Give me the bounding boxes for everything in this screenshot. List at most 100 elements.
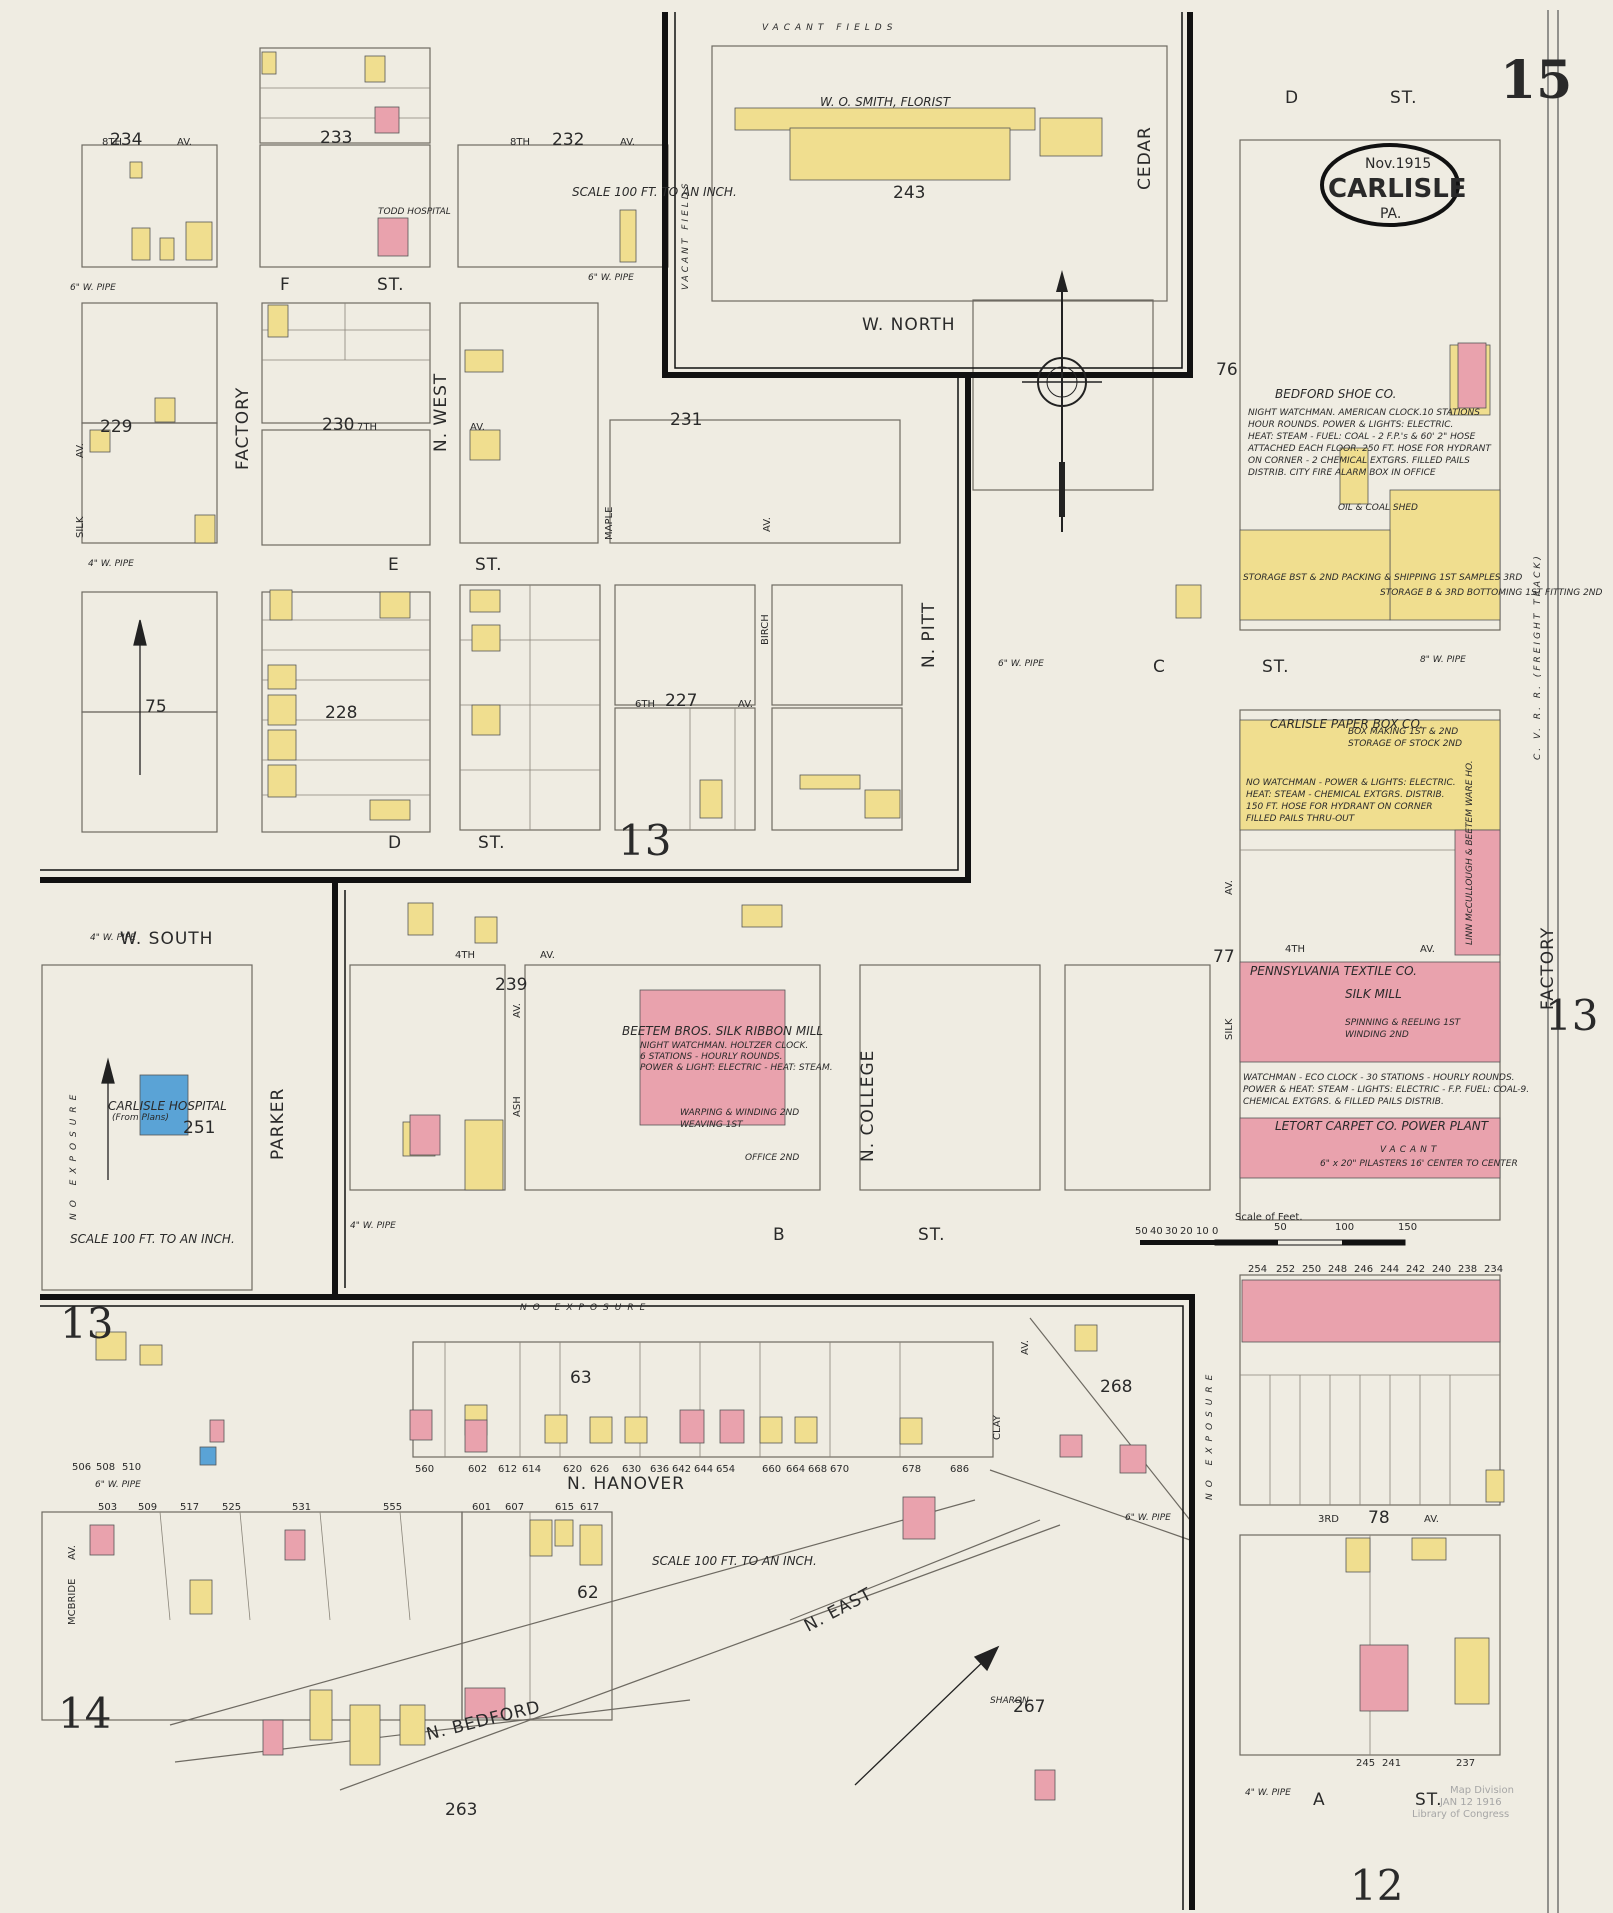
pipe-10: 4" W. PIPE	[1245, 1788, 1291, 1798]
textile-sub-2: SPINNING & REELING 1ST	[1345, 1018, 1462, 1028]
scale-notes: SCALE 100 FT. TO AN INCH. SCALE 100 FT. …	[70, 185, 817, 1568]
vacant-fields-side-label: VACANT FIELDS	[681, 181, 691, 290]
buildings	[89, 51, 1505, 1801]
street-6th-2: AV.	[738, 699, 753, 710]
bedford-note-3: HEAT: STEAM - FUEL: COAL - 2 F.P.'s & 60…	[1248, 432, 1476, 442]
house-615: 615	[555, 1502, 574, 1513]
brick-buildings	[89, 106, 1501, 1801]
block-228: 228	[325, 703, 357, 723]
street-d-top-2: ST.	[1390, 88, 1418, 108]
street-factory-left: FACTORY	[233, 387, 253, 470]
bedford-interior-3: STORAGE B & 3RD BOTTOMING 1ST FITTING 2N…	[1380, 588, 1603, 598]
florist-label: W. O. SMITH, FLORIST	[820, 95, 952, 109]
scale-tick-40: 40	[1150, 1226, 1163, 1237]
street-ash: ASH	[512, 1096, 523, 1117]
bedford-note-4: ATTACHED EACH FLOOR. 250 FT. HOSE FOR HY…	[1247, 444, 1492, 454]
street-7th-2: AV.	[470, 422, 485, 433]
block-232: 232	[552, 130, 584, 150]
scale-note-left: SCALE 100 FT. TO AN INCH.	[70, 1232, 235, 1246]
house-670: 670	[830, 1464, 849, 1475]
house-237: 237	[1456, 1758, 1475, 1769]
pipe-5: 6" W. PIPE	[998, 659, 1044, 669]
street-e-2: ST.	[475, 555, 503, 575]
block-251: 251	[183, 1118, 215, 1138]
house-503: 503	[98, 1502, 117, 1513]
compass-rose	[1022, 270, 1102, 532]
street-a-1: A	[1313, 1790, 1326, 1810]
street-a-2: ST.	[1415, 1790, 1443, 1810]
block-12: 12	[1350, 1861, 1403, 1910]
house-660: 660	[762, 1464, 781, 1475]
street-8th-3: 8TH	[510, 137, 530, 148]
scale-tick-0: 0	[1212, 1226, 1218, 1237]
pipe-3: 4" W. PIPE	[88, 559, 134, 569]
lot-lines	[159, 87, 1500, 1755]
block-78: 78	[1368, 1508, 1390, 1528]
bedford-interior-1: OIL & COAL SHED	[1338, 503, 1418, 513]
street-b-2: ST.	[918, 1225, 946, 1245]
house-numbers: 560 602 612 614 620 626 630 636 642 644 …	[72, 1264, 1503, 1769]
street-cedar: CEDAR	[1135, 126, 1155, 190]
street-silk-right: SILK	[1224, 1018, 1235, 1040]
textile-note-3: CHEMICAL EXTGRS. & FILLED PAILS DISTRIB.	[1243, 1097, 1444, 1107]
pipe-2: 6" W. PIPE	[588, 273, 634, 283]
sheet-boundaries	[40, 12, 1195, 1910]
freight-track-label: C. V. R. R. (FREIGHT TRACK)	[1533, 553, 1543, 760]
block-233: 233	[320, 128, 352, 148]
house-509: 509	[138, 1502, 157, 1513]
textile-sub-3: WINDING 2ND	[1345, 1030, 1409, 1040]
street-6th-1: 6TH	[635, 699, 655, 710]
adjoining-sheet-13-left: 13	[60, 1299, 113, 1348]
pipe-1: 6" W. PIPE	[70, 283, 116, 293]
freight-track	[1547, 10, 1559, 1913]
adjoining-sheet-13-right: 13	[1545, 991, 1598, 1040]
beetem-note-1: NIGHT WATCHMAN. HOLTZER CLOCK.	[640, 1041, 808, 1051]
scale-tick-100: 100	[1335, 1222, 1354, 1233]
beetem-mill-label: BEETEM BROS. SILK RIBBON MILL	[622, 1024, 823, 1038]
pipe-7: 4" W. PIPE	[350, 1221, 396, 1231]
block-227: 227	[665, 691, 697, 711]
house-254: 254	[1248, 1264, 1267, 1275]
block-77: 77	[1213, 947, 1235, 967]
house-250: 250	[1302, 1264, 1321, 1275]
bedford-note-5: ON CORNER - 2 CHEMICAL EXTGRS. FILLED PA…	[1248, 456, 1470, 466]
house-644: 644	[694, 1464, 713, 1475]
carpet-label: LETORT CARPET CO. POWER PLANT	[1275, 1119, 1490, 1133]
street-4th-right-2: AV.	[1420, 944, 1435, 955]
block-268: 268	[1100, 1377, 1132, 1397]
block-outlines	[41, 45, 1501, 1756]
carpet-sub-2: 6" x 20" PILASTERS 16' CENTER TO CENTER	[1320, 1159, 1518, 1169]
no-exposure-3: NO EXPOSURE	[1205, 1369, 1215, 1500]
house-560: 560	[415, 1464, 434, 1475]
house-664: 664	[786, 1464, 805, 1475]
library-stamp-2: JAN 12 1916	[1439, 1797, 1502, 1808]
scale-bar: Scale of Feet. 50 40 30 20 10 0 50 100 1…	[1135, 1212, 1417, 1246]
scale-tick-150: 150	[1398, 1222, 1417, 1233]
textile-sub-1: SILK MILL	[1345, 987, 1402, 1001]
cartouche-date: Nov.1915	[1365, 156, 1431, 172]
house-612: 612	[498, 1464, 517, 1475]
street-3rd-1: 3RD	[1318, 1514, 1339, 1525]
house-245: 245	[1356, 1758, 1375, 1769]
street-silk-right-av: AV.	[1224, 880, 1235, 895]
library-stamp-1: Map Division	[1450, 1785, 1514, 1796]
street-factory-right: FACTORY	[1538, 927, 1558, 1010]
scale-tick-10: 10	[1196, 1226, 1209, 1237]
street-silk-left-av: AV.	[75, 443, 86, 458]
scale-note-top: SCALE 100 FT. TO AN INCH.	[572, 185, 737, 199]
diagonal-streets	[169, 1317, 1191, 1791]
scale-tick-50a: 50	[1135, 1226, 1148, 1237]
no-exposure-1: NO EXPOSURE	[520, 1303, 651, 1313]
carlisle-hospital-label: CARLISLE HOSPITAL	[108, 1099, 227, 1113]
paper-box-note-3: NO WATCHMAN - POWER & LIGHTS: ELECTRIC.	[1246, 778, 1456, 788]
street-mcbride: MCBRIDE	[67, 1579, 78, 1625]
street-silk-left: SILK	[75, 516, 86, 538]
house-525: 525	[222, 1502, 241, 1513]
carlisle-hospital-note: (From Plans)	[112, 1113, 169, 1123]
house-508: 508	[96, 1462, 115, 1473]
house-614: 614	[522, 1464, 541, 1475]
scale-tick-20: 20	[1180, 1226, 1193, 1237]
street-maple: MAPLE	[604, 507, 615, 540]
house-602: 602	[468, 1464, 487, 1475]
house-626: 626	[590, 1464, 609, 1475]
